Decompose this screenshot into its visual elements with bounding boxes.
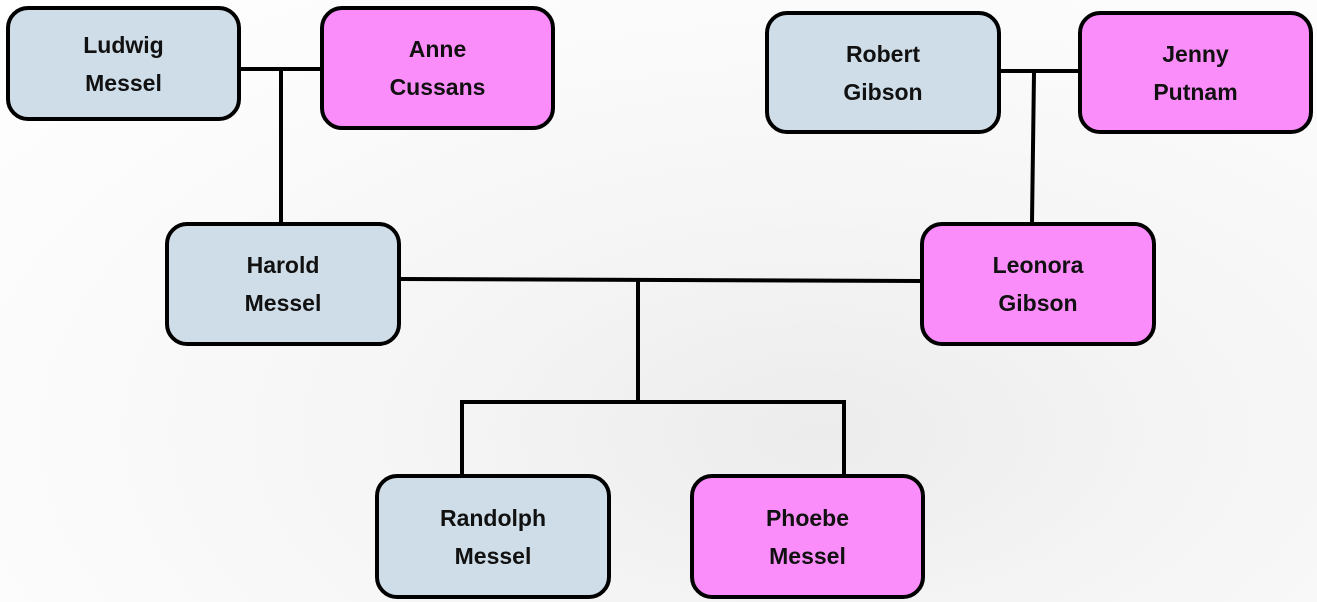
- last-name: Messel: [769, 542, 846, 569]
- last-name: Messel: [85, 69, 162, 96]
- first-name: Jenny: [1162, 40, 1229, 67]
- person-box-phoebe-messel: Phoebe Messel: [690, 474, 925, 599]
- last-name: Putnam: [1153, 78, 1238, 105]
- person-box-robert-gibson: Robert Gibson: [765, 11, 1001, 134]
- person-box-harold-messel: Harold Messel: [165, 222, 401, 346]
- first-name: Leonora: [992, 252, 1084, 278]
- first-name: Ludwig: [83, 31, 164, 58]
- last-name: Gibson: [998, 290, 1078, 316]
- first-name: Anne: [408, 36, 467, 62]
- first-name: Randolph: [439, 504, 547, 531]
- person-box-anne-cussans: Anne Cussans: [320, 6, 555, 130]
- last-name: Messel: [244, 290, 322, 316]
- last-name: Cussans: [389, 74, 486, 100]
- person-box-leonora-gibson: Leonora Gibson: [920, 222, 1156, 346]
- first-name: Harold: [246, 252, 320, 278]
- couple-line-harold-leonora: [398, 276, 923, 284]
- person-box-ludwig-messel: Ludwig Messel: [6, 6, 241, 121]
- person-box-jenny-putnam: Jenny Putnam: [1078, 11, 1313, 134]
- first-name: Robert: [845, 40, 921, 67]
- person-box-randolph-messel: Randolph Messel: [375, 474, 611, 599]
- first-name: Phoebe: [765, 504, 850, 531]
- last-name: Gibson: [843, 78, 923, 105]
- last-name: Messel: [454, 542, 532, 569]
- descent-line-leonora: [1029, 70, 1037, 225]
